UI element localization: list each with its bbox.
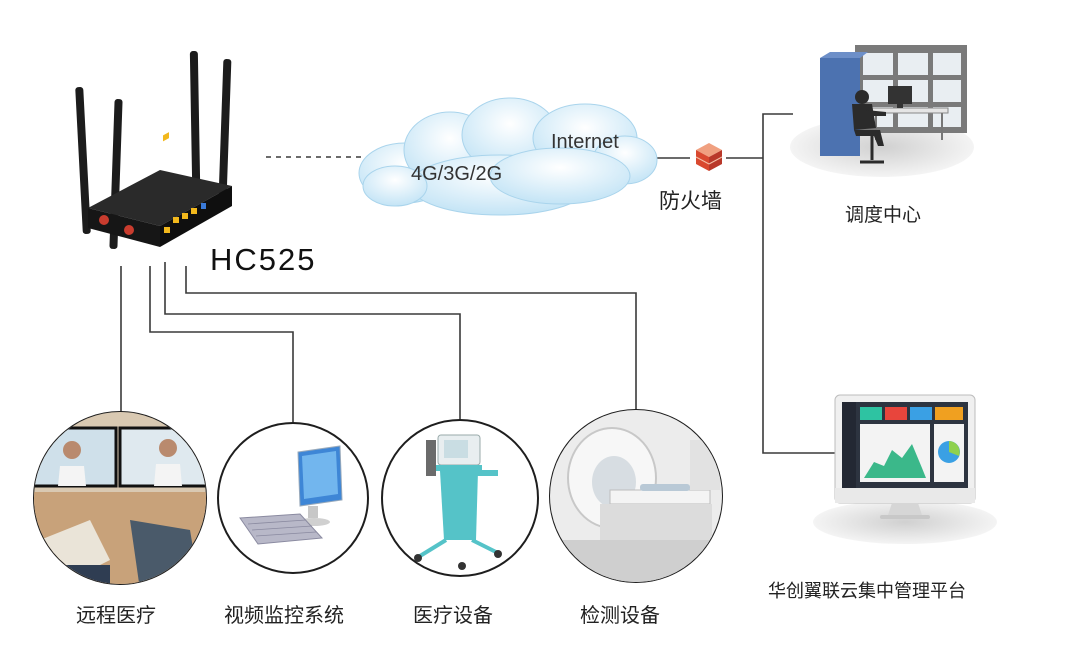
link-bus-platform xyxy=(762,158,835,454)
router-model-label: HC525 xyxy=(210,242,317,277)
management-platform-label: 华创翼联云集中管理平台 xyxy=(768,581,966,602)
router-antenna xyxy=(218,59,232,196)
link-router-video xyxy=(149,266,294,422)
router-image xyxy=(75,50,232,249)
router-top xyxy=(88,170,232,226)
firewall-label: 防火墙 xyxy=(659,189,722,213)
device-label-telemedicine: 远程医疗 xyxy=(76,603,156,627)
link-router-medical xyxy=(164,262,461,420)
internet-label: Internet xyxy=(551,131,619,153)
firewall-icon xyxy=(695,143,723,171)
dispatch-center-image xyxy=(790,45,974,177)
router-side xyxy=(160,186,232,247)
network-generations-label: 4G/3G/2G xyxy=(411,163,503,185)
device-label-medical-equipment: 医疗设备 xyxy=(413,603,493,627)
platform-monitor-image xyxy=(813,394,997,544)
router-antenna xyxy=(75,87,91,234)
device-label-video-surveillance: 视频监控系统 xyxy=(224,603,344,627)
dispatch-center-label: 调度中心 xyxy=(845,204,922,226)
cloud-shape xyxy=(358,97,658,216)
router-antenna xyxy=(189,50,201,187)
medical-equipment-image xyxy=(381,419,539,577)
link-bus-dispatch xyxy=(762,113,793,158)
connection-lines xyxy=(120,113,835,454)
link-router-inspection xyxy=(185,266,637,410)
device-label-inspection-equipment: 检测设备 xyxy=(580,603,660,627)
router-ports xyxy=(99,132,206,235)
telemedicine-image xyxy=(33,411,207,585)
video-surveillance-image xyxy=(217,422,369,574)
operator-head xyxy=(855,90,869,104)
inspection-equipment-image xyxy=(549,409,723,583)
